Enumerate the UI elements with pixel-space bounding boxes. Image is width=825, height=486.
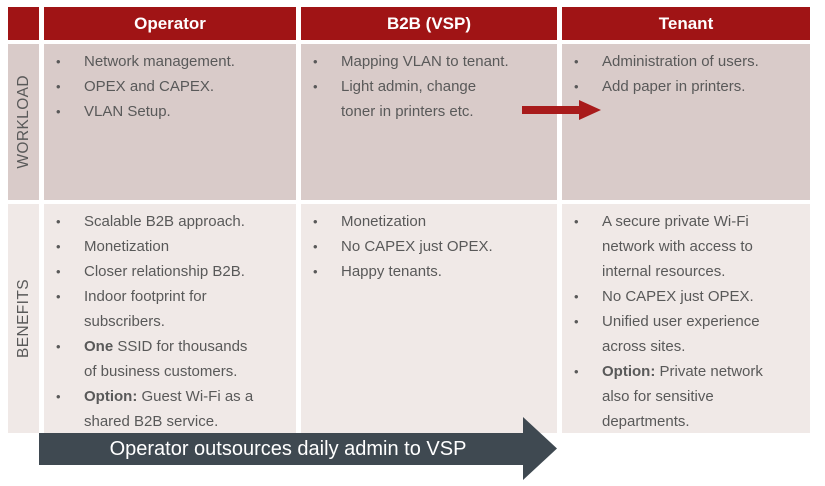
bullet-item: • A secure private Wi-Fi network with acc… (574, 209, 805, 284)
cell-benefits-operator: • Scalable B2B approach. • Monetization • Clo… (44, 204, 296, 433)
bullet-item: • One SSID for thousands of business cust… (56, 334, 291, 384)
column-header-operator: Operator (44, 7, 296, 40)
right-arrow-shape (522, 100, 601, 120)
row-label-workload: WORKLOAD (8, 44, 39, 200)
bullet-text-bold: Option: (84, 388, 138, 405)
bullet-text: Option: Guest Wi-Fi as a shared B2B serv… (84, 388, 254, 430)
bullet-icon: • (574, 364, 579, 379)
bullet-text: Mapping VLAN to tenant. (341, 53, 509, 70)
workload-transfer-arrow-icon (522, 100, 601, 120)
bullet-icon: • (56, 54, 61, 69)
bullet-text: Closer relationship B2B. (84, 263, 245, 280)
outsource-arrow-banner: Operator outsources daily admin to VSP (39, 417, 557, 480)
bullet-item: • No CAPEX just OPEX. (574, 284, 805, 309)
bullet-item: • Unified user experience across sites. (574, 309, 805, 359)
bullet-icon: • (56, 214, 61, 229)
cell-workload-operator: • Network management. • OPEX and CAPEX. • VLA… (44, 44, 296, 200)
column-header-b2b-vsp: B2B (VSP) (301, 7, 557, 40)
bullet-list: • Mapping VLAN to tenant. • Light admin, ch… (313, 49, 552, 124)
bullet-text: Unified user experience across sites. (602, 313, 760, 355)
bullet-text: OPEX and CAPEX. (84, 78, 215, 95)
right-arrow-shape (39, 417, 557, 480)
bullet-text: Light admin, change toner in printers et… (341, 78, 477, 120)
bullet-list: • Network management. • OPEX and CAPEX. • VLA… (56, 49, 291, 124)
bullet-list: • Administration of users. • Add paper in p… (574, 49, 805, 99)
bullet-item: • Add paper in printers. (574, 74, 805, 99)
bullet-item: • Option: Private network also for sensit… (574, 359, 805, 434)
bullet-list: • Monetization • No CAPEX just OPEX. • Happy … (313, 209, 552, 284)
bullet-item: • Monetization (56, 234, 291, 259)
bullet-icon: • (56, 104, 61, 119)
bullet-icon: • (56, 389, 61, 404)
row-label-benefits-text: BENEFITS (14, 279, 32, 358)
bullet-text: Indoor footprint for subscribers. (84, 288, 207, 330)
corner-cell (8, 7, 39, 40)
bullet-text: Monetization (84, 238, 170, 255)
bullet-icon: • (574, 289, 579, 304)
bullet-text: Network management. (84, 53, 235, 70)
bullet-text: Option: Private network also for sensiti… (602, 363, 763, 430)
bullet-text: No CAPEX just OPEX. (341, 238, 493, 255)
row-label-benefits: BENEFITS (8, 204, 39, 433)
bullet-text: Happy tenants. (341, 263, 442, 280)
bullet-icon: • (313, 264, 318, 279)
bullet-text: Administration of users. (602, 53, 759, 70)
outsource-arrow-label: Operator outsources daily admin to VSP (109, 437, 467, 460)
bullet-icon: • (56, 264, 61, 279)
bullet-item: • Indoor footprint for subscribers. (56, 284, 291, 334)
bullet-text-bold: One (84, 338, 114, 355)
bullet-text: No CAPEX just OPEX. (602, 288, 754, 305)
bullet-icon: • (313, 79, 318, 94)
column-header-tenant: Tenant (562, 7, 810, 40)
bullet-text-bold: Option: (602, 363, 656, 380)
comparison-table: Operator B2B (VSP) Tenant WORKLOAD • Netw… (8, 7, 810, 433)
bullet-text: One SSID for thousands of business custo… (84, 338, 248, 380)
bullet-item: • Network management. (56, 49, 291, 74)
bullet-text: Monetization (341, 213, 427, 230)
bullet-text: A secure private Wi-Fi network with acce… (602, 213, 753, 280)
bullet-item: • Closer relationship B2B. (56, 259, 291, 284)
bullet-icon: • (56, 339, 61, 354)
bullet-icon: • (56, 289, 61, 304)
bullet-list: • A secure private Wi-Fi network with acc… (574, 209, 805, 434)
bullet-icon: • (574, 79, 579, 94)
bullet-item: • Mapping VLAN to tenant. (313, 49, 552, 74)
bullet-list: • Scalable B2B approach. • Monetization • Clo… (56, 209, 291, 434)
bullet-item: • Administration of users. (574, 49, 805, 74)
bullet-icon: • (313, 239, 318, 254)
bullet-text: Scalable B2B approach. (84, 213, 245, 230)
bullet-item: • No CAPEX just OPEX. (313, 234, 552, 259)
bullet-item: • OPEX and CAPEX. (56, 74, 291, 99)
bullet-icon: • (313, 54, 318, 69)
cell-workload-b2b-vsp: • Mapping VLAN to tenant. • Light admin, ch… (301, 44, 557, 200)
cell-benefits-tenant: • A secure private Wi-Fi network with acc… (562, 204, 810, 433)
cell-workload-tenant: • Administration of users. • Add paper in p… (562, 44, 810, 200)
bullet-item: • VLAN Setup. (56, 99, 291, 124)
bullet-icon: • (56, 239, 61, 254)
bullet-item: • Option: Guest Wi-Fi as a shared B2B ser… (56, 384, 291, 434)
bullet-item: • Scalable B2B approach. (56, 209, 291, 234)
bullet-icon: • (313, 214, 318, 229)
bullet-item: • Light admin, change toner in printers e… (313, 74, 552, 124)
bullet-text: VLAN Setup. (84, 103, 171, 120)
cell-benefits-b2b-vsp: • Monetization • No CAPEX just OPEX. • Happy … (301, 204, 557, 433)
row-label-workload-text: WORKLOAD (14, 75, 32, 169)
bullet-item: • Monetization (313, 209, 552, 234)
bullet-icon: • (574, 214, 579, 229)
bullet-icon: • (574, 54, 579, 69)
bullet-icon: • (574, 314, 579, 329)
bullet-icon: • (56, 79, 61, 94)
bullet-item: • Happy tenants. (313, 259, 552, 284)
bullet-text: Add paper in printers. (602, 78, 746, 95)
